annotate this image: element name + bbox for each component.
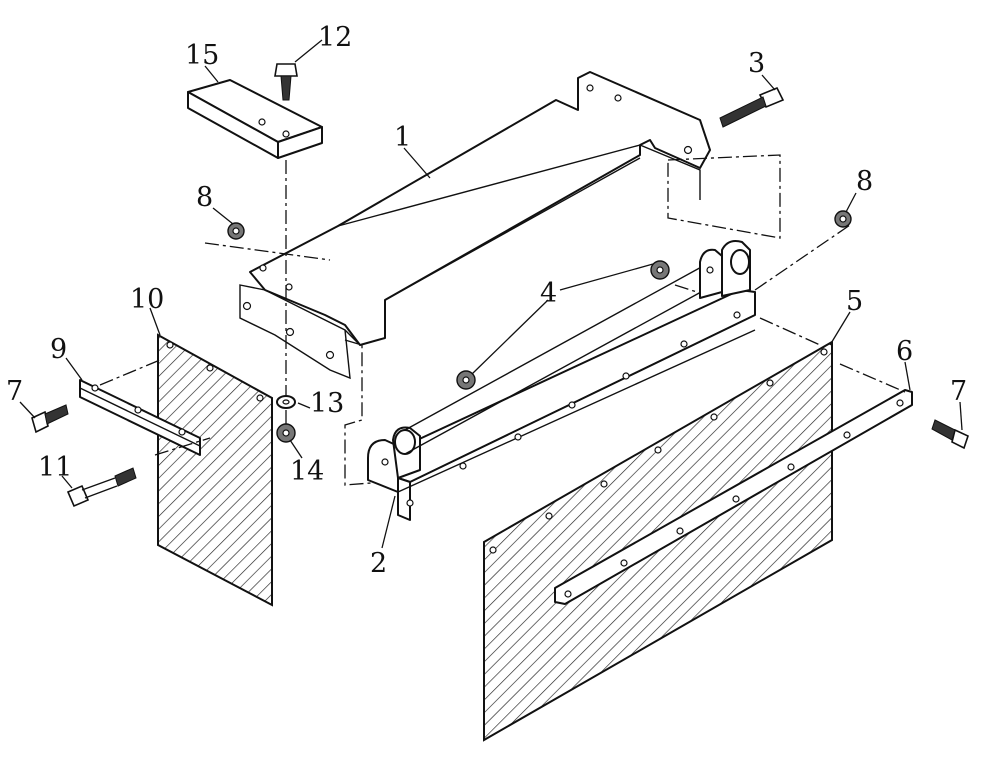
left-strip-part-9	[79, 379, 201, 456]
left-flap-part-10	[157, 333, 273, 607]
bolt-part-7-left	[31, 404, 69, 434]
callout-9: 9	[50, 334, 67, 365]
callout-15: 15	[185, 40, 219, 71]
callout-8-left: 8	[196, 182, 213, 213]
callout-7-right: 7	[950, 376, 967, 407]
callout-1: 1	[394, 122, 411, 153]
callout-14: 14	[290, 456, 324, 487]
nut-part-8-right	[834, 210, 852, 228]
callout-12: 12	[318, 22, 352, 53]
callout-13: 13	[310, 388, 344, 419]
bolt-part-11	[66, 467, 137, 508]
nut-part-8-left	[227, 222, 245, 240]
nut-part-4	[456, 260, 670, 390]
clamp-bar-part-2	[367, 240, 756, 521]
callout-3: 3	[748, 48, 765, 79]
bolt-part-12	[274, 63, 298, 101]
callout-10: 10	[130, 284, 164, 315]
washer-part-13	[276, 395, 296, 409]
leader-lines	[19, 39, 963, 549]
callout-11: 11	[38, 452, 72, 483]
upper-frame-part-1	[239, 71, 711, 380]
callout-7-left: 7	[6, 376, 23, 407]
right-strip-part-6	[554, 389, 913, 605]
callout-labels: 1 2 3 4 5 6 7 7 8 8 9 10 11 12 13 14 15	[6, 22, 967, 579]
callout-6: 6	[896, 336, 913, 367]
top-plate-part-15	[187, 79, 323, 159]
callout-4: 4	[540, 278, 557, 309]
bolt-part-3	[719, 86, 785, 128]
nut-part-14	[276, 423, 296, 443]
callout-8-right: 8	[856, 166, 873, 197]
callout-5: 5	[846, 286, 863, 317]
callout-2: 2	[370, 548, 387, 579]
bolt-part-7-right	[931, 419, 969, 450]
